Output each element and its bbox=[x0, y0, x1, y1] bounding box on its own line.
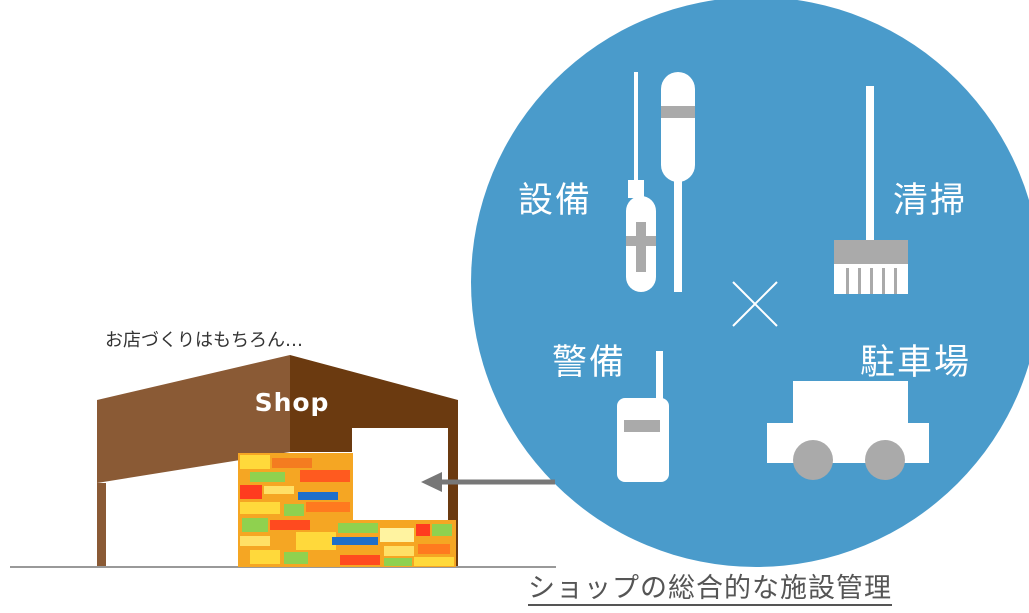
facility-management-title: ショップの総合的な施設管理 bbox=[528, 573, 892, 604]
service-security-label: 警備 bbox=[552, 343, 627, 383]
service-cleaning-label: 清掃 bbox=[893, 181, 968, 221]
service-equipment-label: 設備 bbox=[518, 181, 593, 221]
shop-goods bbox=[238, 453, 456, 567]
car-icon bbox=[767, 381, 929, 480]
pillar-right bbox=[448, 452, 458, 566]
walkie-talkie-icon bbox=[617, 351, 669, 482]
screwdriver-icon bbox=[626, 72, 695, 292]
shop-building bbox=[97, 355, 458, 567]
times-icon bbox=[732, 281, 778, 327]
shop-sign: Shop bbox=[254, 388, 330, 417]
arrow-to-shop bbox=[421, 472, 555, 492]
roof-left bbox=[97, 355, 290, 483]
pillar-left bbox=[97, 483, 106, 566]
service-parking-label: 駐車場 bbox=[860, 343, 972, 383]
roof-right bbox=[290, 355, 458, 452]
lead-text: お店づくりはもちろん… bbox=[105, 330, 303, 351]
broom-icon bbox=[834, 86, 908, 294]
shop-window bbox=[352, 428, 448, 520]
